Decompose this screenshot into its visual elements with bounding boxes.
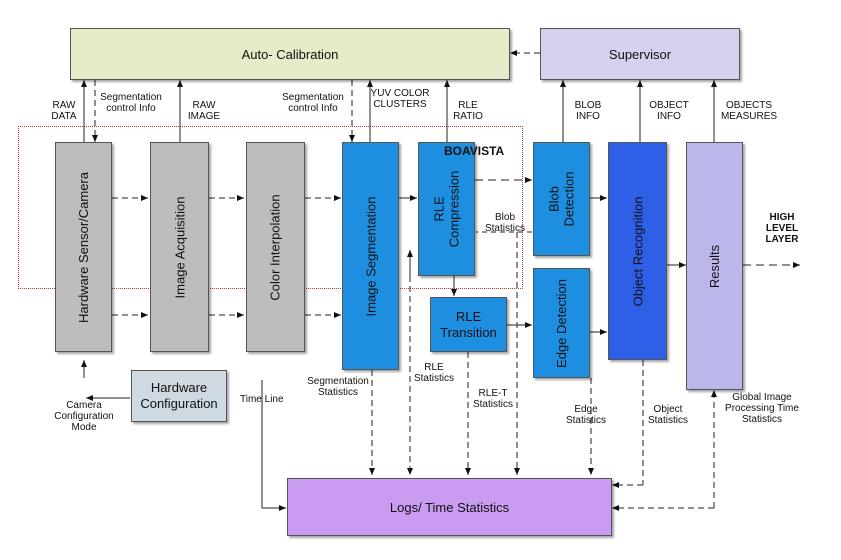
object-statistics-label: Object Statistics [647,404,688,426]
color-interpolation-block: Color Interpolation [246,142,305,352]
segmentation-control-label-2: Segmentation control Info [282,92,344,114]
blob-detection-block: Blob Detection [533,142,590,256]
logs-block: Logs/ Time Statistics [287,478,612,536]
time-line-label: Time Line [240,394,284,405]
rle-compression-block: RLE Compression [418,142,475,276]
object-info-label: OBJECT INFO [649,100,689,122]
boavista-label: BOAVISTA [444,144,505,158]
rle-statistics-label: RLE Statistics [413,362,454,384]
rle-ratio-label: RLE RATIO [453,100,483,122]
edge-detection-label: Edge Detection [554,278,569,368]
image-acquisition-label: Image Acquisition [172,196,187,298]
results-label: Results [706,244,722,288]
blob-detection-label: Blob Detection [546,171,577,227]
segmentation-statistics-label: Segmentation Statistics [307,376,369,398]
image-segmentation-block: Image Segmentation [342,142,399,370]
raw-image-label: RAW IMAGE [187,100,221,122]
edge-statistics-label: Edge Statistics [565,404,606,426]
camera-configuration-mode-label: Camera Configuration Mode [54,400,114,433]
auto-calibration-label: Auto- Calibration [241,46,339,62]
rle-compression-label: RLE Compression [431,170,462,248]
high-level-layer-label: HIGH LEVEL LAYER [765,212,799,245]
objects-measures-label: OBJECTS MEASURES [720,100,778,122]
image-acquisition-block: Image Acquisition [150,142,209,352]
blob-info-label: BLOB INFO [574,100,602,122]
hardware-configuration-block: Hardware Configuration [131,370,227,422]
image-segmentation-label: Image Segmentation [363,196,378,316]
rle-t-statistics-label: RLE-T Statistics [472,388,513,410]
raw-data-label: RAW DATA [51,100,77,122]
auto-calibration-block: Auto- Calibration [70,28,510,80]
edge-detection-block: Edge Detection [533,268,590,378]
supervisor-block: Supervisor [540,28,740,80]
results-block: Results [686,142,743,390]
rle-transition-label: RLE Transition [440,308,497,340]
hardware-sensor-block: Hardware Sensor/Camera [55,142,112,352]
yuv-color-clusters-label: YUV COLOR CLUSTERS [370,88,430,110]
logs-label: Logs/ Time Statistics [389,499,510,515]
object-recognition-block: Object Recognition [608,142,667,360]
supervisor-label: Supervisor [608,46,672,62]
hardware-sensor-label: Hardware Sensor/Camera [76,171,92,323]
color-interpolation-label: Color Interpolation [268,193,284,301]
segmentation-control-label-1: Segmentation control Info [100,92,162,114]
blob-statistics-label: Blob Statistics [484,212,525,234]
hardware-configuration-label: Hardware Configuration [140,380,218,411]
global-stats-label: Global Image Processing Time Statistics [725,392,799,425]
object-recognition-label: Object Recognition [630,196,645,306]
rle-transition-block: RLE Transition [430,297,507,352]
